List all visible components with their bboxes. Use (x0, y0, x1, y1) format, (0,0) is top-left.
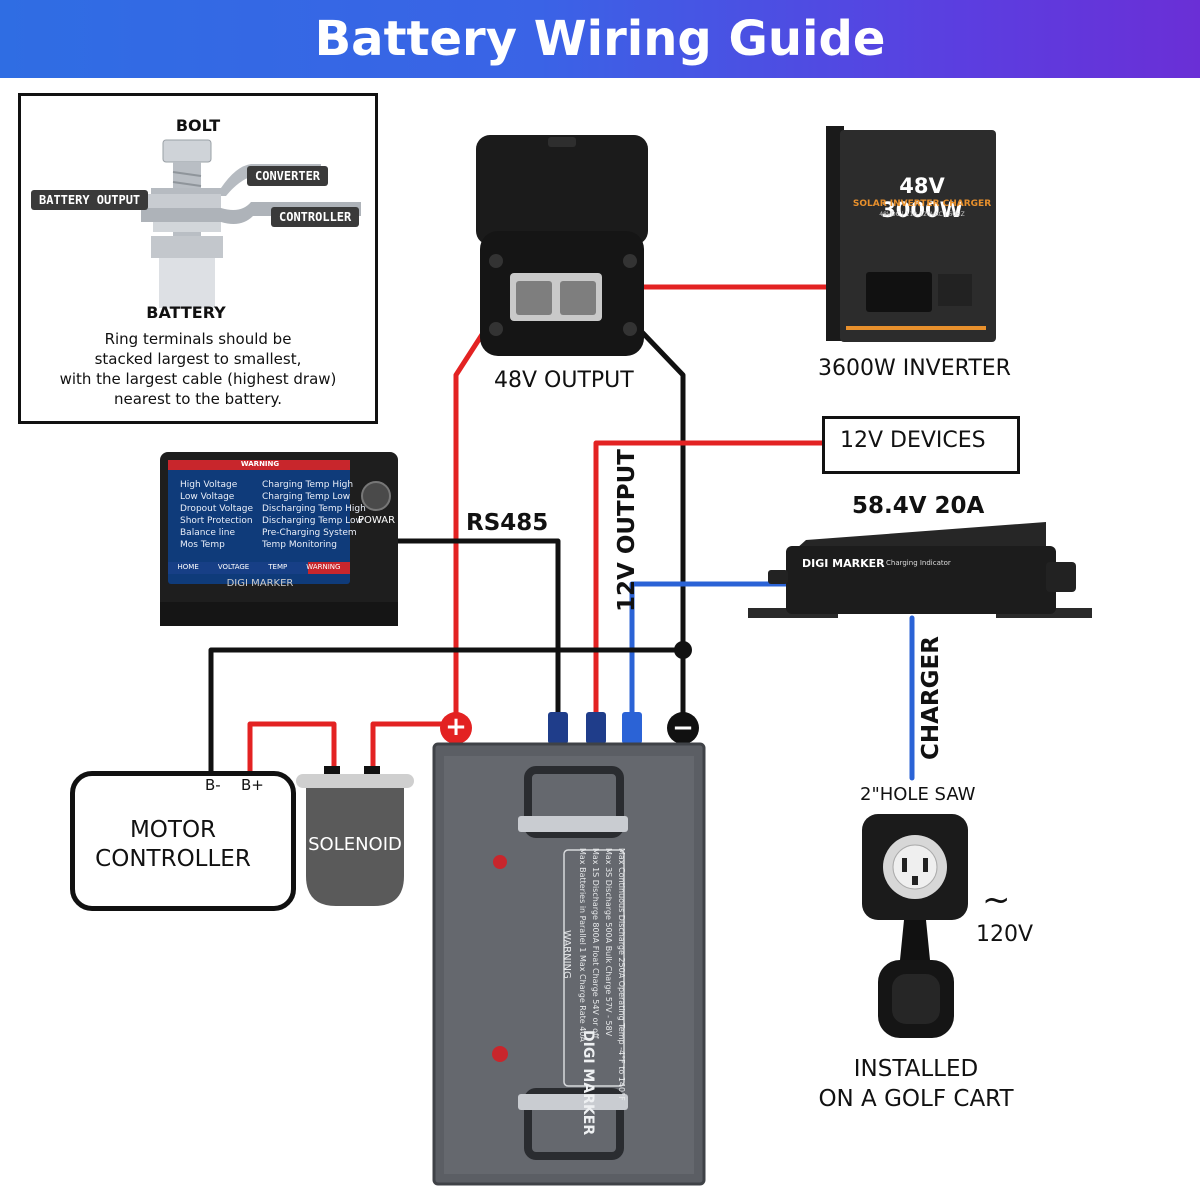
charger-wire-label: CHARGER (918, 636, 944, 760)
negative-terminal-icon (667, 712, 699, 744)
wire-charger-signal (629, 581, 793, 721)
rs485-label: RS485 (466, 510, 549, 536)
12v-devices-label: 12V DEVICES (840, 428, 986, 453)
bolt-stack-panel: BOLT CONVERTER BATTERY OUTPUT CONTROLLER… (18, 93, 378, 424)
shore-power-inlet (862, 814, 968, 1038)
monitor-warnings-right: Charging Temp High Charging Temp Low Dis… (262, 480, 366, 550)
monitor-tab-warning[interactable]: WARNING (306, 563, 341, 571)
12v-output-label: 12V OUTPUT (614, 449, 640, 612)
positive-sign: + (445, 712, 467, 742)
battery-pack (432, 742, 706, 1186)
positive-terminal-icon (440, 712, 472, 744)
installed-caption: INSTALLED ON A GOLF CART (818, 1056, 1014, 1112)
charger-device (748, 522, 1092, 618)
inverter-spec: 48VDC | 110-120VAC | 60HZ (879, 211, 965, 218)
charger-indicator: Charging Indicator (886, 559, 951, 567)
inlet-voltage: 120V (976, 922, 1034, 947)
wire-12v-positive (593, 440, 825, 721)
charger-brand: DIGI MARKER (802, 557, 885, 570)
battery-spec-table: Max Continuous Discharge 250A Operating … (578, 848, 626, 1101)
monitor-tab-temp[interactable]: TEMP (268, 563, 288, 571)
converter-tag: CONVERTER (247, 166, 329, 186)
wire-mc-positive (247, 721, 337, 781)
monitor-tab-voltage[interactable]: VOLTAGE (217, 563, 250, 571)
12v-terminal (586, 712, 606, 744)
charger-rating: 58.4V 20A (852, 493, 985, 519)
stacking-note: Ring terminals should be stacked largest… (59, 330, 337, 408)
tilde-symbol: ~ (982, 880, 1011, 920)
charger-terminal (622, 712, 642, 744)
battery-output-tag: BATTERY OUTPUT (31, 190, 149, 210)
wire-48v-negative (637, 327, 686, 733)
negative-sign: − (672, 713, 694, 743)
inverter-subtitle: SOLAR INVERTER CHARGER (852, 199, 992, 209)
title-banner (0, 0, 1200, 78)
wire-solenoid-positive (370, 721, 459, 771)
monitor-brand: DIGI MARKER (226, 578, 294, 589)
inverter-device (826, 126, 996, 342)
motor-controller-label: MOTOR CONTROLLER (95, 817, 251, 872)
wire-rs485 (395, 538, 561, 721)
48v-output-label: 48V OUTPUT (494, 368, 634, 393)
controller-tag: CONTROLLER (271, 207, 360, 227)
12v-devices-box (822, 416, 1020, 474)
bolt-label: BOLT (175, 116, 221, 135)
solenoid-label: SOLENOID (308, 834, 402, 855)
wire-48v-positive (453, 327, 488, 733)
monitor-tabs: HOME VOLTAGE TEMP WARNING (168, 563, 350, 571)
rs485-terminal (548, 712, 568, 744)
battery-warning: WARNING (561, 930, 572, 979)
battery-monitor (160, 452, 398, 626)
b-plus-label: B+ (241, 776, 264, 794)
solenoid-device (296, 766, 414, 906)
monitor-header: WARNING (240, 460, 280, 468)
monitor-warnings-left: High Voltage Low Voltage Dropout Voltage… (180, 480, 254, 550)
battery-label: BATTERY (146, 303, 226, 322)
negative-junction (674, 641, 692, 659)
48v-output-socket (476, 135, 648, 356)
hole-saw-label: 2"HOLE SAW (860, 784, 976, 805)
inverter-label: 3600W INVERTER (818, 356, 1011, 381)
monitor-power-label: POWAR (358, 515, 396, 526)
wire-mc-negative (208, 647, 686, 781)
motor-controller-box (70, 771, 296, 911)
b-minus-label: B- (205, 776, 221, 794)
inverter-title: 48V 3000W (881, 174, 963, 222)
page-title: Battery Wiring Guide (314, 11, 886, 67)
monitor-tab-home[interactable]: HOME (177, 563, 199, 571)
